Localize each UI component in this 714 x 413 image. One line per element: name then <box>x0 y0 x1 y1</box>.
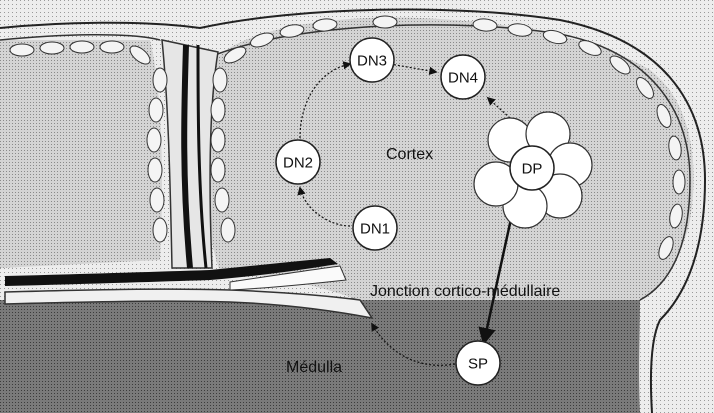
junction-label: Jonction cortico-médullaire <box>370 283 560 300</box>
node-dn3-label: DN3 <box>357 53 387 70</box>
node-dn1: DN1 <box>353 206 397 250</box>
node-dn2: DN2 <box>276 140 320 184</box>
node-dn4-label: DN4 <box>448 70 478 87</box>
cortex-label: Cortex <box>386 146 433 163</box>
node-sp: SP <box>456 341 500 385</box>
node-dn4: DN4 <box>441 55 485 99</box>
medulla-label: Médulla <box>286 359 342 376</box>
node-dp: DP <box>510 146 554 190</box>
node-sp-label: SP <box>468 356 488 373</box>
node-dn3: DN3 <box>350 38 394 82</box>
left-lobe <box>0 40 162 268</box>
node-dp-label: DP <box>522 161 543 178</box>
node-dn1-label: DN1 <box>360 221 390 238</box>
medulla-region <box>0 296 640 413</box>
node-dn2-label: DN2 <box>283 155 313 172</box>
